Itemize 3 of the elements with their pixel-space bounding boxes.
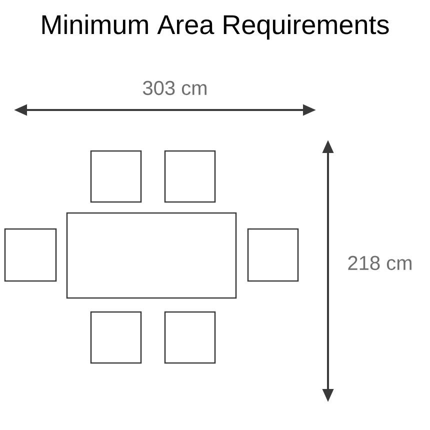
dimension-label: 303 cm bbox=[142, 80, 206, 96]
dimension-label: 218 cm bbox=[348, 256, 412, 270]
title: Minimum Area Requirements bbox=[42, 14, 389, 40]
